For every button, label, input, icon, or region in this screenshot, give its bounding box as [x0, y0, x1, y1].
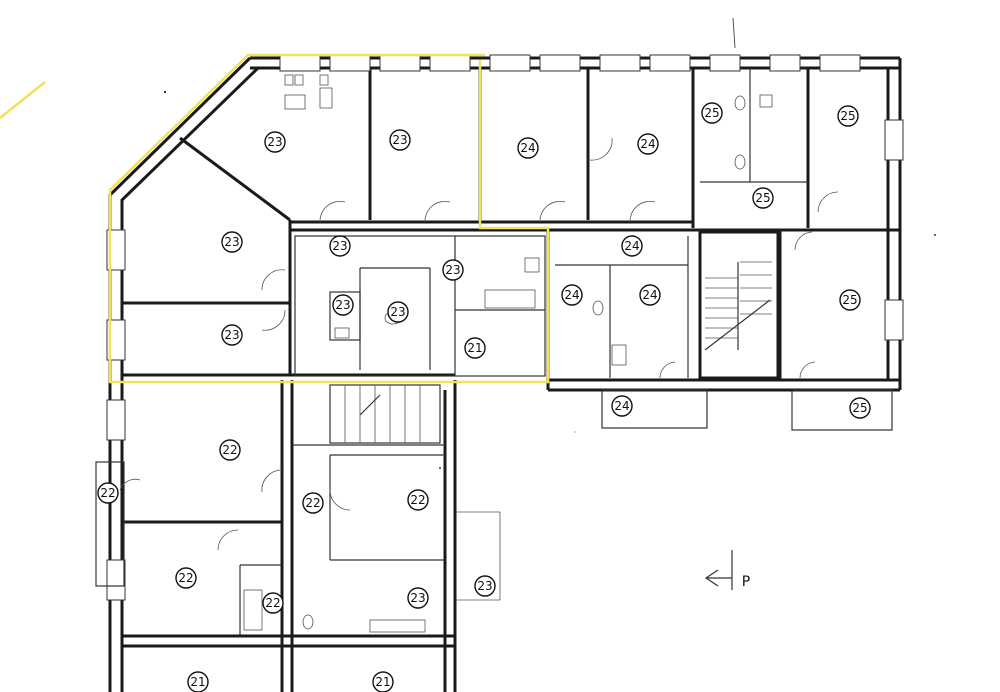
- svg-text:22: 22: [305, 496, 320, 510]
- staircase-left: [329, 384, 441, 444]
- svg-text:23: 23: [335, 298, 350, 312]
- svg-text:25: 25: [704, 106, 719, 120]
- unit-tag: 24: [637, 133, 659, 155]
- unit-tag: 24: [517, 137, 539, 159]
- svg-text:22: 22: [178, 571, 193, 585]
- unit-tag: 24: [621, 235, 643, 257]
- unit-tag: 21: [464, 337, 486, 359]
- svg-text:25: 25: [840, 109, 855, 123]
- interior-walls: [122, 68, 900, 692]
- unit-tag: 25: [849, 397, 871, 419]
- unit-highlight-outline: [108, 53, 550, 384]
- svg-text:24: 24: [614, 399, 629, 413]
- svg-text:22: 22: [222, 443, 237, 457]
- unit-tag: 23: [221, 231, 243, 253]
- unit-tag: 22: [262, 592, 284, 614]
- unit-tag: 24: [561, 284, 583, 306]
- svg-text:21: 21: [375, 675, 390, 689]
- orientation-arrow-icon: P: [704, 550, 750, 590]
- unit-tag: 23: [407, 587, 429, 609]
- scan-artifacts: [163, 17, 936, 469]
- unit-tag: 23: [387, 301, 409, 323]
- fixtures: [243, 74, 773, 633]
- svg-text:23: 23: [410, 591, 425, 605]
- orientation-label: P: [742, 574, 750, 590]
- balconies: [95, 389, 893, 601]
- staircase-right: [704, 261, 772, 351]
- unit-tag: 23: [474, 575, 496, 597]
- unit-tag: 22: [302, 492, 324, 514]
- svg-text:23: 23: [224, 235, 239, 249]
- unit-tag: 23: [221, 324, 243, 346]
- unit-tag: 22: [219, 439, 241, 461]
- unit-tag: 21: [372, 671, 394, 692]
- unit-tag: 25: [839, 289, 861, 311]
- unit-tag: 23: [389, 129, 411, 151]
- unit-tag: 22: [97, 482, 119, 504]
- highlight-stroke-mark: [0, 81, 46, 119]
- svg-text:23: 23: [390, 305, 405, 319]
- unit-tag: 23: [329, 235, 351, 257]
- svg-text:23: 23: [224, 328, 239, 342]
- doors: [119, 137, 839, 551]
- svg-text:21: 21: [190, 675, 205, 689]
- svg-text:24: 24: [564, 288, 579, 302]
- svg-text:23: 23: [267, 135, 282, 149]
- svg-text:21: 21: [467, 341, 482, 355]
- svg-text:23: 23: [332, 239, 347, 253]
- svg-text:23: 23: [445, 263, 460, 277]
- svg-text:25: 25: [755, 191, 770, 205]
- unit-tag: 25: [701, 102, 723, 124]
- svg-text:23: 23: [477, 579, 492, 593]
- svg-text:22: 22: [265, 596, 280, 610]
- unit-tag: 23: [442, 259, 464, 281]
- svg-text:22: 22: [100, 486, 115, 500]
- unit-tag: 23: [332, 294, 354, 316]
- unit-tag: 24: [639, 284, 661, 306]
- svg-text:25: 25: [852, 401, 867, 415]
- unit-tag: 22: [407, 489, 429, 511]
- unit-tag: 23: [264, 131, 286, 153]
- unit-tag: 22: [175, 567, 197, 589]
- svg-text:24: 24: [642, 288, 657, 302]
- svg-text:22: 22: [410, 493, 425, 507]
- svg-text:24: 24: [520, 141, 535, 155]
- svg-text:24: 24: [640, 137, 655, 151]
- unit-tag: 21: [187, 671, 209, 692]
- unit-tag: 25: [752, 187, 774, 209]
- unit-tag: 24: [611, 395, 633, 417]
- svg-text:24: 24: [624, 239, 639, 253]
- windows: [106, 54, 904, 601]
- svg-text:23: 23: [392, 133, 407, 147]
- unit-tag: 25: [837, 105, 859, 127]
- svg-text:25: 25: [842, 293, 857, 307]
